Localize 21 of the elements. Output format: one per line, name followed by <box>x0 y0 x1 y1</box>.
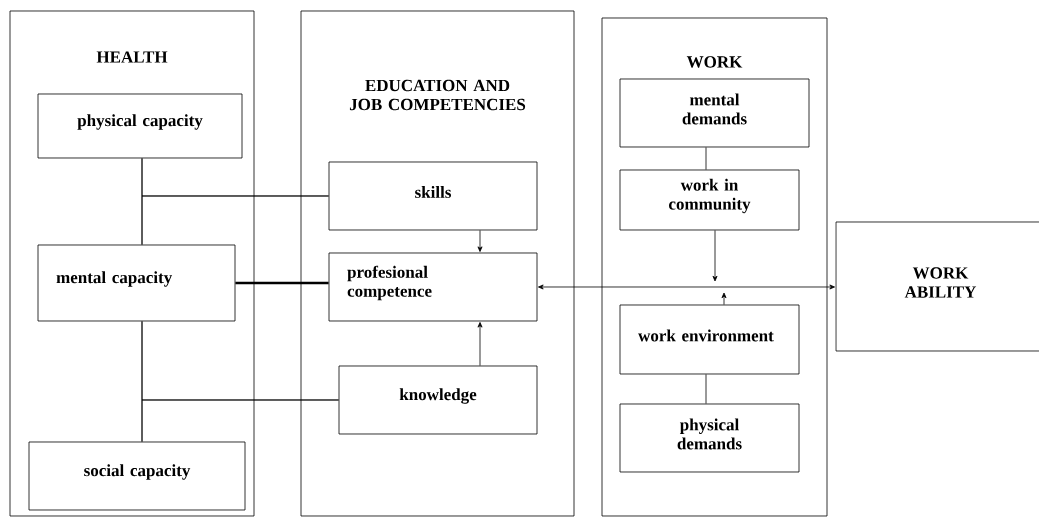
connector-line <box>705 147 707 170</box>
arrow <box>712 230 718 282</box>
arrow <box>477 322 483 366</box>
box: knowledge <box>338 365 538 435</box>
box: work in community <box>619 169 800 231</box>
box: physical demands <box>619 403 800 473</box>
arrow <box>477 230 483 252</box>
box: WORK ABILITY <box>835 221 1039 352</box>
box: mental demands <box>619 78 810 148</box>
box: physical capacity <box>37 93 243 159</box>
box: mental capacity <box>37 244 236 322</box>
connector-line <box>141 399 339 442</box>
arrow <box>721 292 727 305</box>
arrow <box>538 284 835 290</box>
connector-line <box>235 281 329 285</box>
box: profesional competence <box>328 252 538 322</box>
connector-line <box>141 195 329 245</box>
connector-line <box>705 374 707 404</box>
box: work environment <box>619 304 800 375</box>
box: skills <box>328 161 538 231</box>
box: social capacity <box>28 441 246 511</box>
